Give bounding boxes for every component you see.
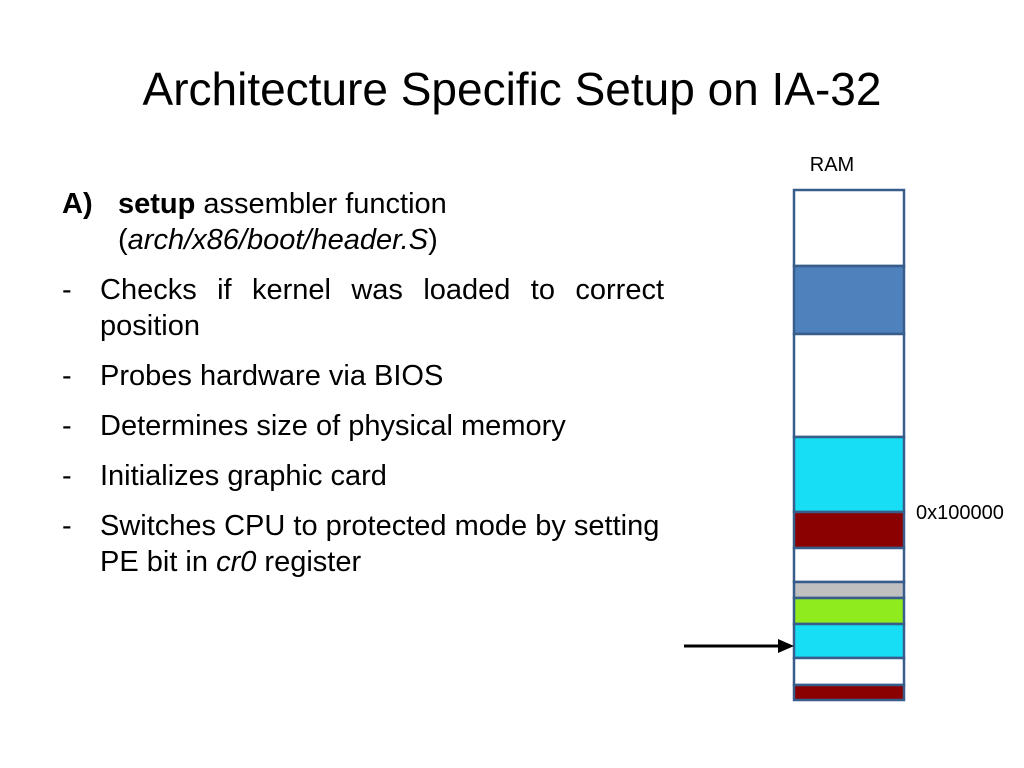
- ram-segment: [792, 656, 906, 687]
- address-label: 0x100000: [916, 502, 1004, 524]
- slide-title: Architecture Specific Setup on IA-32: [142, 63, 882, 115]
- heading-line: setup assembler function: [118, 188, 447, 220]
- bullet-text: Probes hardware via BIOS: [100, 360, 444, 392]
- ram-segment: [792, 596, 906, 626]
- ram-segment: [792, 622, 906, 660]
- section-marker: A): [62, 188, 93, 220]
- path-open-paren: (: [118, 224, 128, 256]
- bullet-item: - Probes hardware via BIOS: [62, 358, 664, 394]
- bullet-item: - Checks if kernel was loaded to correct…: [62, 272, 664, 344]
- bullet-dash: -: [62, 274, 72, 306]
- bullet-item: - Initializes graphic card: [62, 458, 664, 494]
- setup-keyword: setup: [118, 188, 196, 220]
- arrow-head-icon: [778, 639, 794, 653]
- bullet-item: - Determines size of physical memory: [62, 408, 664, 444]
- bullet-text: Determines size of physical memory: [100, 410, 566, 442]
- path-close-paren: ): [428, 224, 438, 256]
- ram-label: RAM: [809, 154, 855, 176]
- ram-segment: [792, 264, 906, 336]
- bullet-dash: -: [62, 410, 72, 442]
- slide-body: A) setup assembler function (arch/x86/bo…: [62, 186, 664, 580]
- bullet-text-after: register: [256, 546, 362, 578]
- ram-segments: [792, 188, 906, 702]
- bullet-dash: -: [62, 460, 72, 492]
- ram-segment: [792, 435, 906, 514]
- ram-segment: [792, 332, 906, 439]
- bullet-text: Switches CPU to protected mode by settin…: [100, 510, 659, 578]
- bullet-dash: -: [62, 360, 72, 392]
- section-heading: A) setup assembler function (arch/x86/bo…: [62, 186, 664, 258]
- ram-segment: [792, 510, 906, 550]
- source-path: (arch/x86/boot/header.S): [118, 222, 664, 258]
- ram-segment: [792, 188, 906, 268]
- bullet-item: - Switches CPU to protected mode by sett…: [62, 508, 664, 580]
- ram-segment: [792, 580, 906, 600]
- register-name: cr0: [216, 546, 257, 578]
- ram-segment: [792, 546, 906, 584]
- bullet-text: Initializes graphic card: [100, 460, 387, 492]
- heading-rest: assembler function: [195, 188, 447, 220]
- bullet-text: Checks if kernel was loaded to correct p…: [100, 274, 664, 342]
- bullet-text-before: Switches CPU to protected mode by settin…: [100, 510, 660, 578]
- source-path-text: arch/x86/boot/header.S: [127, 224, 429, 256]
- bullet-dash: -: [62, 510, 72, 542]
- ram-segment: [792, 683, 906, 702]
